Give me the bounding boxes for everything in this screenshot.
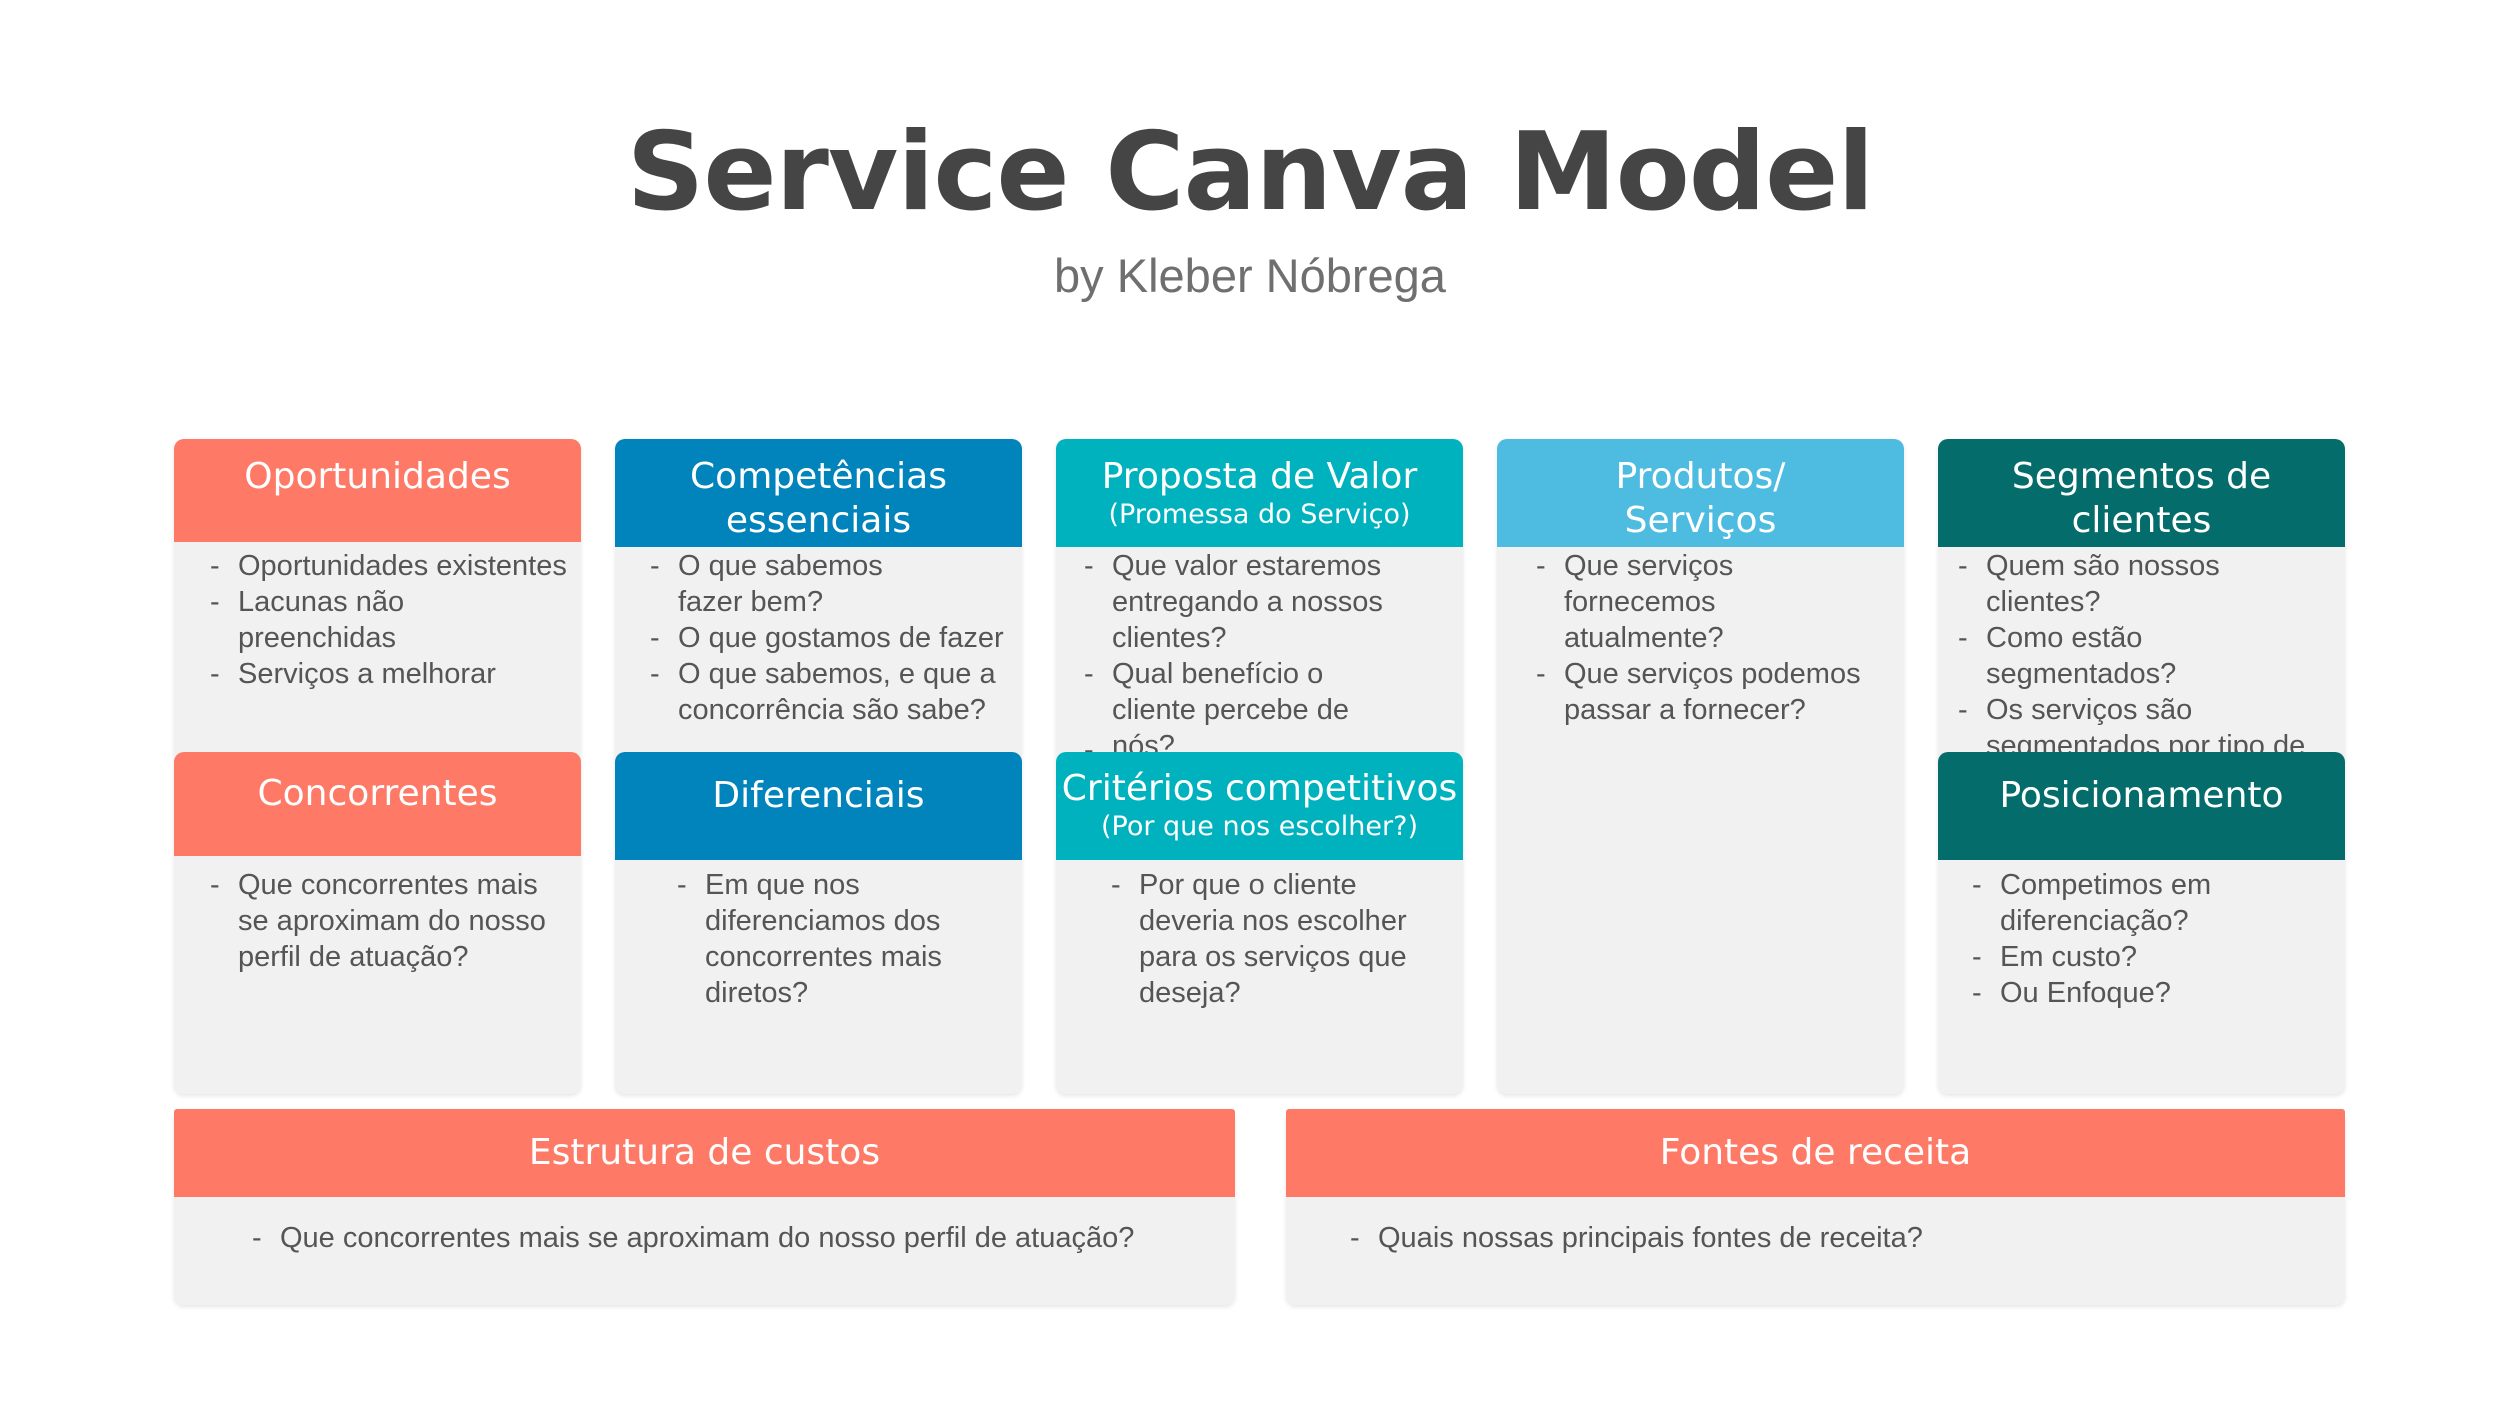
segmentos-title: Segmentos de clientes	[2011, 456, 2272, 541]
custos-list: Que concorrentes mais se aproximam do no…	[252, 1220, 1212, 1256]
criterios-subtitle: (Por que nos escolher?)	[1100, 811, 1418, 842]
list-item: Ou Enfoque?	[1972, 975, 2272, 1011]
list-item: Em que nos diferenciamos dos concorrente…	[677, 867, 947, 1011]
list-item: Que concorrentes mais se aproximam do no…	[252, 1220, 1212, 1256]
custos-title: Estrutura de custos	[528, 1132, 881, 1173]
diferenciais-title: Diferenciais	[712, 775, 925, 816]
concorrentes-title: Concorrentes	[257, 773, 498, 814]
competencias-title: Competências essenciais	[690, 456, 947, 541]
list-item: Como estão segmentados?	[1958, 620, 2338, 692]
list-item: O que sabemos fazer bem?	[650, 548, 948, 620]
proposta-subtitle: (Promessa do Serviço)	[1108, 499, 1411, 530]
list-item: Serviços a melhorar	[210, 656, 570, 692]
list-item: Por que o cliente deveria nos escolher p…	[1111, 867, 1411, 1011]
proposta-trailing-dash: -	[1084, 734, 1094, 766]
produtos-title: Produtos/ Serviços	[1615, 456, 1786, 541]
receita-title: Fontes de receita	[1659, 1132, 1972, 1173]
oportunidades-header: Oportunidades	[174, 439, 581, 542]
competencias-list: O que sabemos fazer bem? O que gostamos …	[650, 548, 1015, 728]
segmentos-header: Segmentos de clientes	[1938, 439, 2345, 547]
list-item: Que serviços podemos passar a fornecer?	[1536, 656, 1886, 728]
custos-header: Estrutura de custos	[174, 1109, 1235, 1197]
receita-list: Quais nossas principais fontes de receit…	[1350, 1220, 2310, 1256]
competencias-header: Competências essenciais	[615, 439, 1022, 547]
list-item: Quem são nossos clientes?	[1958, 548, 2338, 620]
concorrentes-list: Que concorrentes mais se aproximam do no…	[210, 867, 570, 975]
list-item: Qual benefício o cliente percebe de nós?	[1084, 656, 1404, 764]
list-item: Quais nossas principais fontes de receit…	[1350, 1220, 2310, 1256]
proposta-title: Proposta de Valor	[1101, 456, 1418, 497]
page-title: Service Canva Model	[626, 110, 1875, 235]
list-item: Que concorrentes mais se aproximam do no…	[210, 867, 570, 975]
page-subtitle: by Kleber Nóbrega	[1054, 249, 1446, 302]
list-item: O que sabemos, e que a concorrência são …	[650, 656, 1015, 728]
segmentos-list: Quem são nossos clientes? Como estão seg…	[1958, 548, 2338, 800]
oportunidades-list: Oportunidades existentes Lacunas não pre…	[210, 548, 570, 692]
posicionamento-header: Posicionamento	[1938, 752, 2345, 860]
posicionamento-list: Competimos em diferenciação? Em custo? O…	[1972, 867, 2272, 1011]
concorrentes-header: Concorrentes	[174, 752, 581, 856]
produtos-list: Que serviços fornecemos atualmente? Que …	[1536, 548, 1886, 728]
list-item: Competimos em diferenciação?	[1972, 867, 2272, 939]
list-item: Em custo?	[1972, 939, 2272, 975]
oportunidades-title: Oportunidades	[244, 456, 511, 497]
diferenciais-list: Em que nos diferenciamos dos concorrente…	[677, 867, 947, 1011]
posicionamento-title: Posicionamento	[1999, 775, 2284, 816]
diferenciais-header: Diferenciais	[615, 752, 1022, 860]
criterios-list: Por que o cliente deveria nos escolher p…	[1111, 867, 1411, 1011]
criterios-title: Critérios competitivos	[1061, 768, 1458, 809]
criterios-header: Critérios competitivos (Por que nos esco…	[1056, 752, 1463, 860]
produtos-header: Produtos/ Serviços	[1497, 439, 1904, 547]
proposta-header: Proposta de Valor (Promessa do Serviço)	[1056, 439, 1463, 547]
list-item: O que gostamos de fazer	[650, 620, 1015, 656]
receita-header: Fontes de receita	[1286, 1109, 2345, 1197]
list-item: Lacunas não preenchidas	[210, 584, 570, 656]
list-item: Oportunidades existentes	[210, 548, 570, 584]
list-item: Que valor estaremos entregando a nossos …	[1084, 548, 1404, 656]
proposta-list: Que valor estaremos entregando a nossos …	[1084, 548, 1404, 764]
list-item: Que serviços fornecemos atualmente?	[1536, 548, 1794, 656]
